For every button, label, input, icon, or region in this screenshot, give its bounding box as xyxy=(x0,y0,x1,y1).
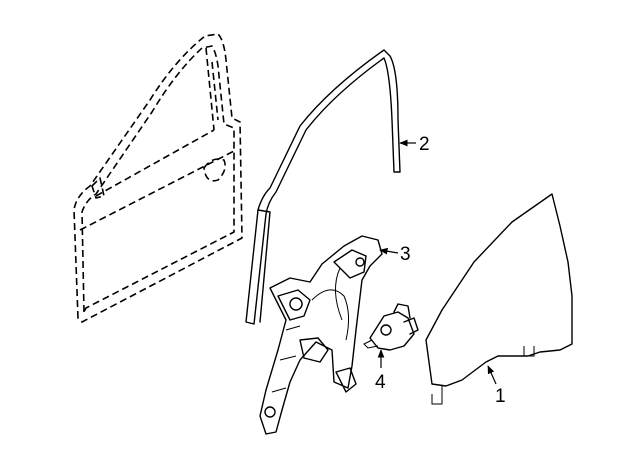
callout-2: 2 xyxy=(419,134,430,155)
regulator-motor xyxy=(363,303,419,351)
callout-1: 1 xyxy=(495,386,506,407)
door-shell xyxy=(73,33,243,323)
callout-3: 3 xyxy=(400,244,411,265)
callout-4: 4 xyxy=(375,372,386,393)
door-glass xyxy=(425,193,573,405)
run-channel xyxy=(245,49,401,325)
callout-leaders xyxy=(377,139,497,385)
window-regulator xyxy=(259,235,383,435)
